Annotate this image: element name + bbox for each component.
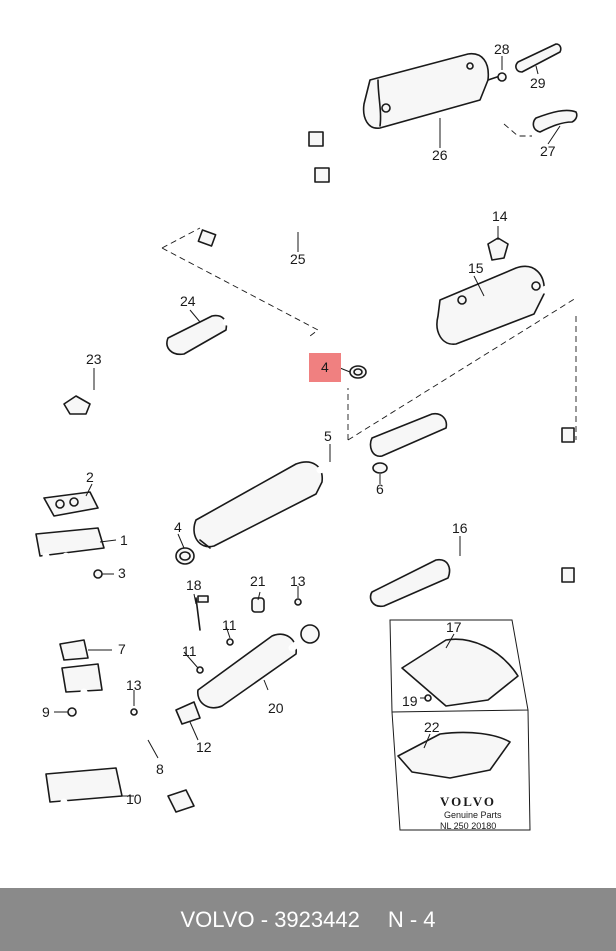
part-13-nut-b [130,708,138,716]
part-17-heat-shield [401,638,519,707]
part-21-plug [251,597,265,613]
part-23-flange-pipe [63,370,136,415]
callout-4-highlighted: 4 [321,359,329,375]
genuine-parts-label: Genuine Parts [444,810,502,820]
callout-10: 10 [126,791,142,807]
part-number-label: VOLVO - 3923442 [180,906,360,932]
part-22-heat-shield [397,731,511,779]
part-24-catalytic-pipe [130,310,294,374]
callout-13-b: 13 [126,677,142,693]
exhaust-system-diagram: 1 2 3 4 4 5 6 7 8 9 10 11 11 12 13 13 14… [35,41,580,848]
callout-24: 24 [180,293,196,309]
part-number-footer: VOLVO - 3923442 N - 4 [0,888,616,951]
callout-29: 29 [530,75,546,91]
part-3-nut [93,569,103,579]
callout-7: 7 [118,641,126,657]
part-2-gasket [43,491,99,517]
part-11-bolt-a [226,638,234,646]
part-18-sensor [195,595,209,631]
part-8-manifold [61,663,184,752]
callout-25: 25 [290,251,306,267]
part-12-gasket [175,701,201,725]
callout-23: 23 [86,351,102,367]
part-10-manifold [45,767,195,848]
part-1-manifold [35,527,168,604]
callout-15: 15 [468,260,484,276]
callout-28: 28 [494,41,510,57]
callout-27: 27 [540,143,556,159]
part-20-catalytic-converter [197,608,344,709]
part-11-bolt-b [196,666,204,674]
callout-2: 2 [86,469,94,485]
callout-11-b: 11 [182,643,197,659]
callout-17: 17 [446,619,462,635]
highlighted-callout-box [309,353,341,382]
callout-13: 13 [290,573,306,589]
part-27-tailpipe [532,109,578,133]
part-6-ring [372,462,388,474]
callout-labels: 1 2 3 4 4 5 6 7 8 9 10 11 11 12 13 13 14… [42,41,556,807]
callout-19: 19 [402,693,418,709]
part-5-center-pipe [193,410,575,549]
catalog-reference: NL 250 20180 [440,821,496,831]
callout-4: 4 [174,519,182,535]
part-16-front-pipe [316,556,575,616]
callout-1: 1 [120,532,128,548]
part-4-clamp-upper [349,365,367,379]
callout-22: 22 [424,719,440,735]
callout-6: 6 [376,481,384,497]
callout-16: 16 [452,520,468,536]
callout-21: 21 [250,573,266,589]
part-7-gasket [59,639,89,661]
part-25-pipe [197,167,330,260]
callout-12: 12 [196,739,212,755]
part-4-clamp-lower [175,547,195,565]
callout-20: 20 [268,700,284,716]
volvo-brand-block: VOLVO Genuine Parts NL 250 20180 [440,794,502,831]
part-9-nut [67,707,77,717]
callout-8: 8 [156,761,164,777]
callout-14: 14 [492,208,508,224]
part-26-muffler [308,53,507,147]
callout-9: 9 [42,704,50,720]
callout-26: 26 [432,147,448,163]
part-13-nut-a [294,598,302,606]
callout-18: 18 [186,577,202,593]
part-29-tailpipe [515,43,562,73]
volvo-logo: VOLVO [440,794,496,809]
diagram-position-label: N - 4 [387,906,436,932]
callout-5: 5 [324,428,332,444]
part-15-muffler [350,265,580,356]
part-14-rubber-mount [487,237,509,261]
leader-lines [54,56,561,797]
callout-11: 11 [222,617,237,633]
callout-3: 3 [118,565,126,581]
